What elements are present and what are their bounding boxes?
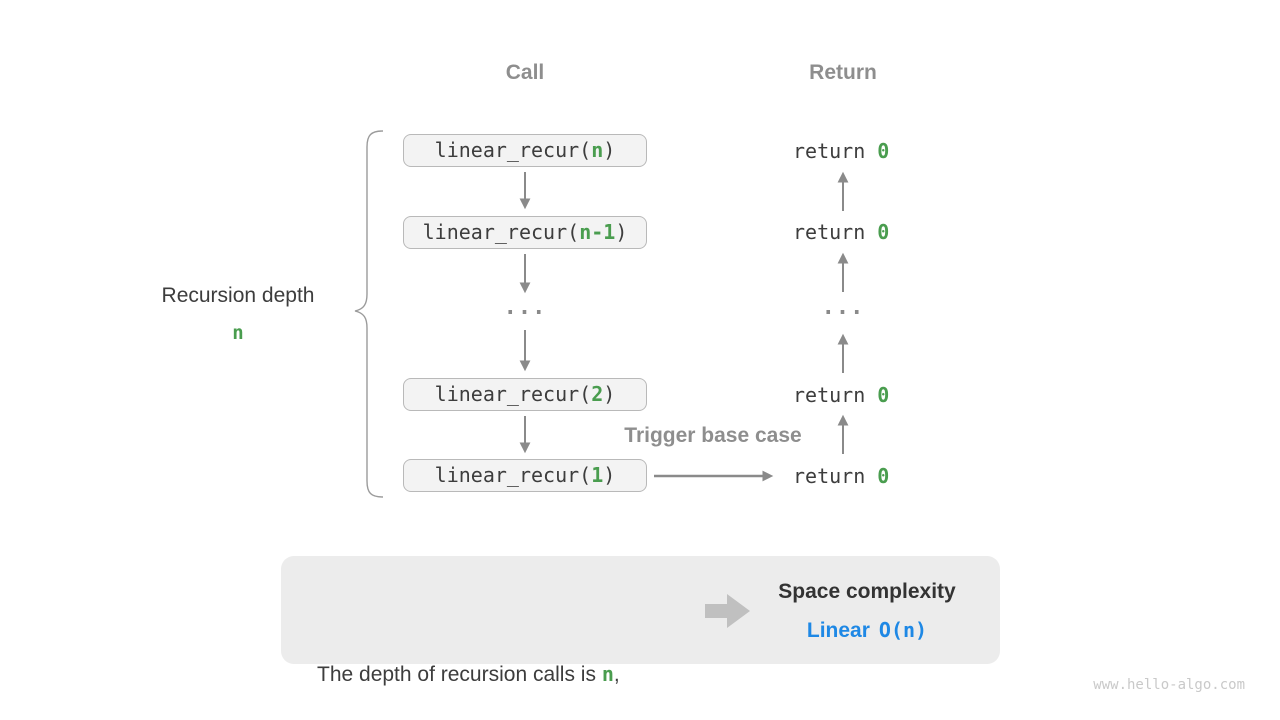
- return-value: 0: [877, 220, 890, 244]
- code-arg: n-1: [579, 220, 616, 244]
- recursion-depth-value: n: [232, 322, 244, 344]
- code-text: ): [603, 463, 616, 487]
- code-text: ): [615, 220, 628, 244]
- return-keyword: return: [793, 383, 878, 407]
- code-text: linear_recur(: [434, 382, 592, 406]
- return-keyword: return: [793, 464, 878, 488]
- watermark: www.hello-algo.com: [1093, 677, 1245, 693]
- complexity-label: Linear: [806, 619, 870, 642]
- call-box-1: linear_recur(1): [403, 459, 647, 492]
- code-arg: n: [591, 138, 604, 162]
- space-complexity-title: Space complexity: [778, 580, 956, 603]
- summary-box: [281, 556, 1000, 664]
- return-value: 0: [877, 139, 890, 163]
- code-text: ): [603, 138, 616, 162]
- return-column-header: Return: [809, 61, 877, 84]
- implies-arrow-icon: [705, 594, 750, 628]
- summary-line1-comma: ,: [613, 663, 620, 686]
- call-column-header: Call: [505, 61, 545, 84]
- return-column-ellipsis: ...: [821, 295, 865, 320]
- complexity-code: O(n): [878, 618, 928, 642]
- summary-line-1: The depth of recursion calls is n,: [317, 655, 620, 694]
- return-value: 0: [877, 464, 890, 488]
- recursion-depth-label: Recursion depth: [161, 284, 315, 307]
- call-box-n-1: linear_recur(n-1): [403, 216, 647, 249]
- code-text: linear_recur(: [434, 463, 592, 487]
- return-statement: return 0: [793, 220, 953, 244]
- space-complexity-value: Linear O(n): [762, 618, 972, 643]
- call-column-ellipsis: ...: [503, 295, 547, 320]
- summary-line1-text: The depth of recursion calls is: [317, 663, 602, 686]
- return-value: 0: [877, 383, 890, 407]
- recursion-depth-brace: [354, 130, 384, 498]
- return-statement: return 0: [793, 139, 953, 163]
- code-arg: 2: [591, 382, 604, 406]
- return-statement: return 0: [793, 464, 953, 488]
- code-text: linear_recur(: [422, 220, 580, 244]
- summary-line1-n: n: [601, 662, 614, 686]
- call-box-n: linear_recur(n): [403, 134, 647, 167]
- code-text: linear_recur(: [434, 138, 592, 162]
- return-keyword: return: [793, 139, 878, 163]
- code-arg: 1: [591, 463, 604, 487]
- trigger-base-case-label: Trigger base case: [624, 424, 802, 447]
- call-box-2: linear_recur(2): [403, 378, 647, 411]
- return-keyword: return: [793, 220, 878, 244]
- summary-text: The depth of recursion calls is n, using…: [317, 577, 620, 720]
- code-text: ): [603, 382, 616, 406]
- return-statement: return 0: [793, 383, 953, 407]
